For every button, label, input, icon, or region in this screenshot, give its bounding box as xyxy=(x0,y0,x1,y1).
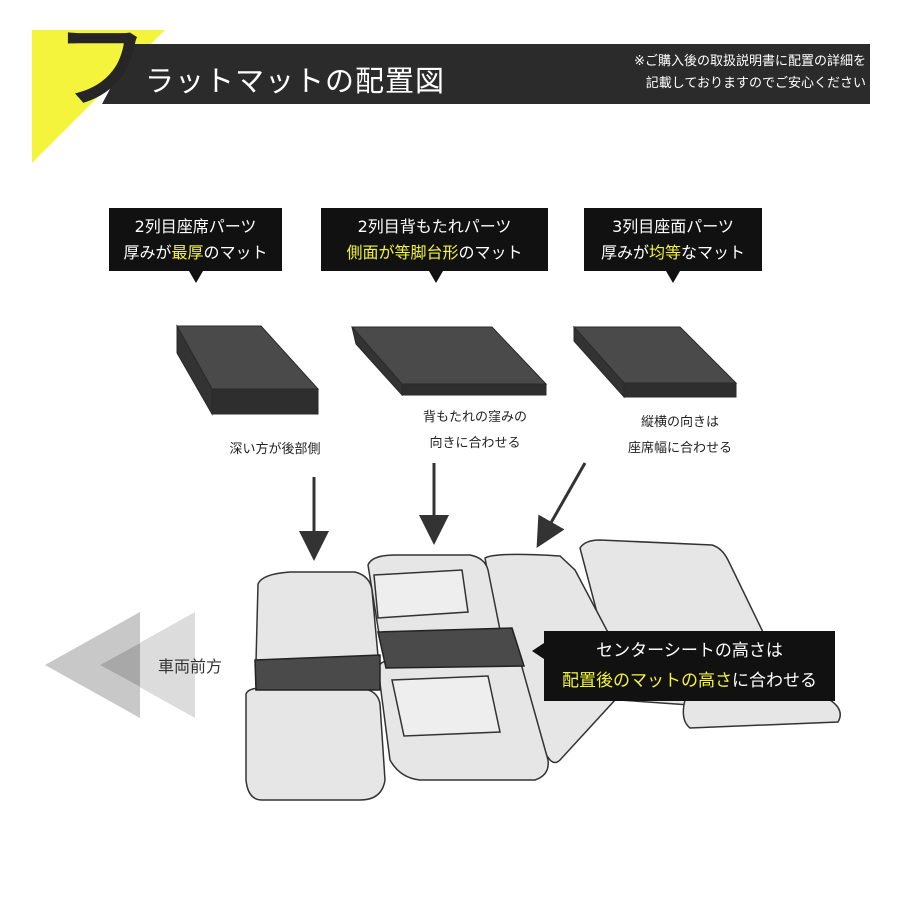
mat-third-row-seat xyxy=(572,325,738,399)
third-row-seat-edge xyxy=(682,699,841,729)
front-chevron-inner xyxy=(100,612,195,718)
mat-second-row-seat xyxy=(176,324,320,416)
callout-third-row-seat: 3列目座面パーツ 厚みが均等なマット xyxy=(584,208,762,283)
callout-1-post: のマット xyxy=(203,243,268,262)
mat-second-row-backrest xyxy=(350,326,548,397)
callout-2-line2: 側面が等脚台形のマット xyxy=(321,240,548,266)
callout-3-post: なマット xyxy=(681,243,746,262)
callout-2-post: のマット xyxy=(458,243,523,262)
note-1: 深い方が後部側 xyxy=(210,437,340,463)
note-1-line1: 深い方が後部側 xyxy=(229,442,321,457)
callout-3-highlight: 均等 xyxy=(648,243,681,262)
center-callout-highlight: 配置後のマットの高さ xyxy=(562,671,732,691)
note-3: 縦横の向きは 座席幅に合わせる xyxy=(610,410,750,462)
note-3-line2: 座席幅に合わせる xyxy=(627,441,732,456)
header-note-line2: 記載しておりますのでご安心ください xyxy=(645,76,866,91)
headrest-right xyxy=(373,569,469,619)
callout-1-pre: 厚みが xyxy=(123,243,172,262)
placed-mat-center xyxy=(377,627,526,669)
seat-cushion-right xyxy=(391,675,501,737)
center-seat-callout: センターシートの高さは 配置後のマットの高さに合わせる xyxy=(532,631,835,701)
note-2: 背もたれの窪みの 向きに合わせる xyxy=(405,405,545,457)
callout-second-row-seat: 2列目座席パーツ 厚みが最厚のマット xyxy=(109,208,282,283)
center-callout-line2: 配置後のマットの高さに合わせる xyxy=(544,666,835,696)
callout-second-row-backrest: 2列目背もたれパーツ 側面が等脚台形のマット xyxy=(321,208,548,283)
callout-1-line1: 2列目座席パーツ xyxy=(134,217,257,236)
step-letter: フ xyxy=(56,14,149,121)
callout-2-line1: 2列目背もたれパーツ xyxy=(357,217,512,236)
front-chevron-overlap xyxy=(100,643,140,687)
center-callout-post: に合わせる xyxy=(732,671,817,691)
callout-2-highlight: 側面が等脚台形 xyxy=(346,243,459,262)
placed-mat-left xyxy=(254,654,381,691)
header-note: ※ご購入後の取扱説明書に配置の詳細を 記載しておりますのでご安心ください xyxy=(536,51,866,95)
note-2-line2: 向きに合わせる xyxy=(429,436,521,451)
callout-3-pre: 厚みが xyxy=(600,243,649,262)
note-2-line1: 背もたれの窪みの xyxy=(422,410,527,425)
arrow-diag-3 xyxy=(536,462,587,549)
callout-1-line2: 厚みが最厚のマット xyxy=(109,240,282,266)
callout-1-highlight: 最厚 xyxy=(171,243,204,262)
callout-3-line2: 厚みが均等なマット xyxy=(584,240,762,266)
center-callout-line1: センターシートの高さは xyxy=(596,641,783,661)
note-3-line1: 縦横の向きは xyxy=(640,415,719,430)
second-row-seat-left xyxy=(245,687,386,801)
header-note-line1: ※ご購入後の取扱説明書に配置の詳細を xyxy=(634,54,866,69)
page-title: ラットマットの配置図 xyxy=(145,64,446,98)
callout-3-line1: 3列目座面パーツ xyxy=(612,217,734,236)
second-row-backrest-left xyxy=(255,571,379,663)
direction-label: 車両前方 xyxy=(158,657,223,676)
header-bar xyxy=(102,44,870,104)
front-chevron-outer xyxy=(45,612,140,718)
seat-illustration xyxy=(245,539,841,801)
